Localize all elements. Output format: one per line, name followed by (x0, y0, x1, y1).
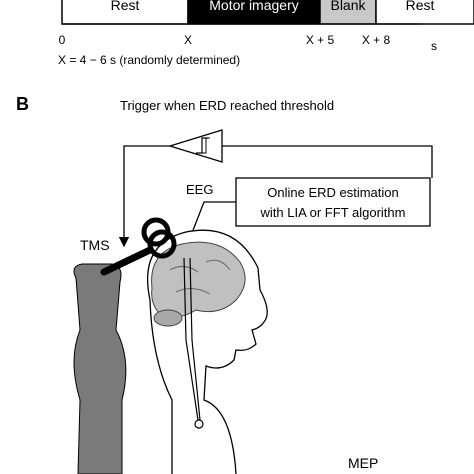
timeline: Rest Motor imagery Blank Rest 0 X X + 5 … (58, 0, 474, 67)
panel-label-b: B (16, 94, 29, 114)
segment-rest-1 (61, 0, 189, 25)
box-line-2: with LIA or FFT algorithm (260, 205, 406, 220)
x-definition-note: X = 4 − 6 s (randomly determined) (58, 53, 240, 67)
hysteresis-symbol-2 (200, 137, 210, 154)
segment-label-rest-2: Rest (406, 0, 435, 13)
tms-label: TMS (80, 237, 110, 253)
hysteresis-symbol (196, 137, 208, 154)
tick-0: 0 (59, 33, 66, 47)
segment-blank (319, 0, 377, 25)
segment-label-motor-imagery: Motor imagery (209, 0, 298, 13)
tms-coil-icon (100, 217, 177, 276)
feedback-line (222, 145, 433, 178)
body-silhouette (73, 263, 127, 474)
trigger-line (118, 145, 170, 248)
motor-pathway-2 (189, 257, 201, 421)
muscle-node-icon (194, 419, 204, 429)
eeg-line (189, 201, 236, 239)
schmitt-trigger-icon (167, 129, 223, 163)
segment-label-rest-1: Rest (111, 0, 140, 13)
panel-b: B Trigger when ERD reached threshold Onl… (16, 94, 433, 474)
cerebellum (153, 309, 183, 327)
trigger-caption: Trigger when ERD reached threshold (120, 98, 334, 113)
motor-pathway (183, 257, 199, 421)
segment-rest-2 (375, 0, 474, 25)
segment-motor-imagery (187, 0, 321, 25)
box-line-1: Online ERD estimation (267, 185, 399, 200)
tick-x: X (184, 33, 192, 47)
neck-back-line (149, 299, 173, 474)
eeg-label: EEG (186, 182, 213, 197)
tick-x-plus-8: X + 8 (362, 33, 391, 47)
time-unit: s (431, 39, 437, 53)
segment-label-blank: Blank (330, 0, 366, 13)
mep-label: MEP (348, 455, 378, 471)
tick-x-plus-5: X + 5 (306, 33, 335, 47)
